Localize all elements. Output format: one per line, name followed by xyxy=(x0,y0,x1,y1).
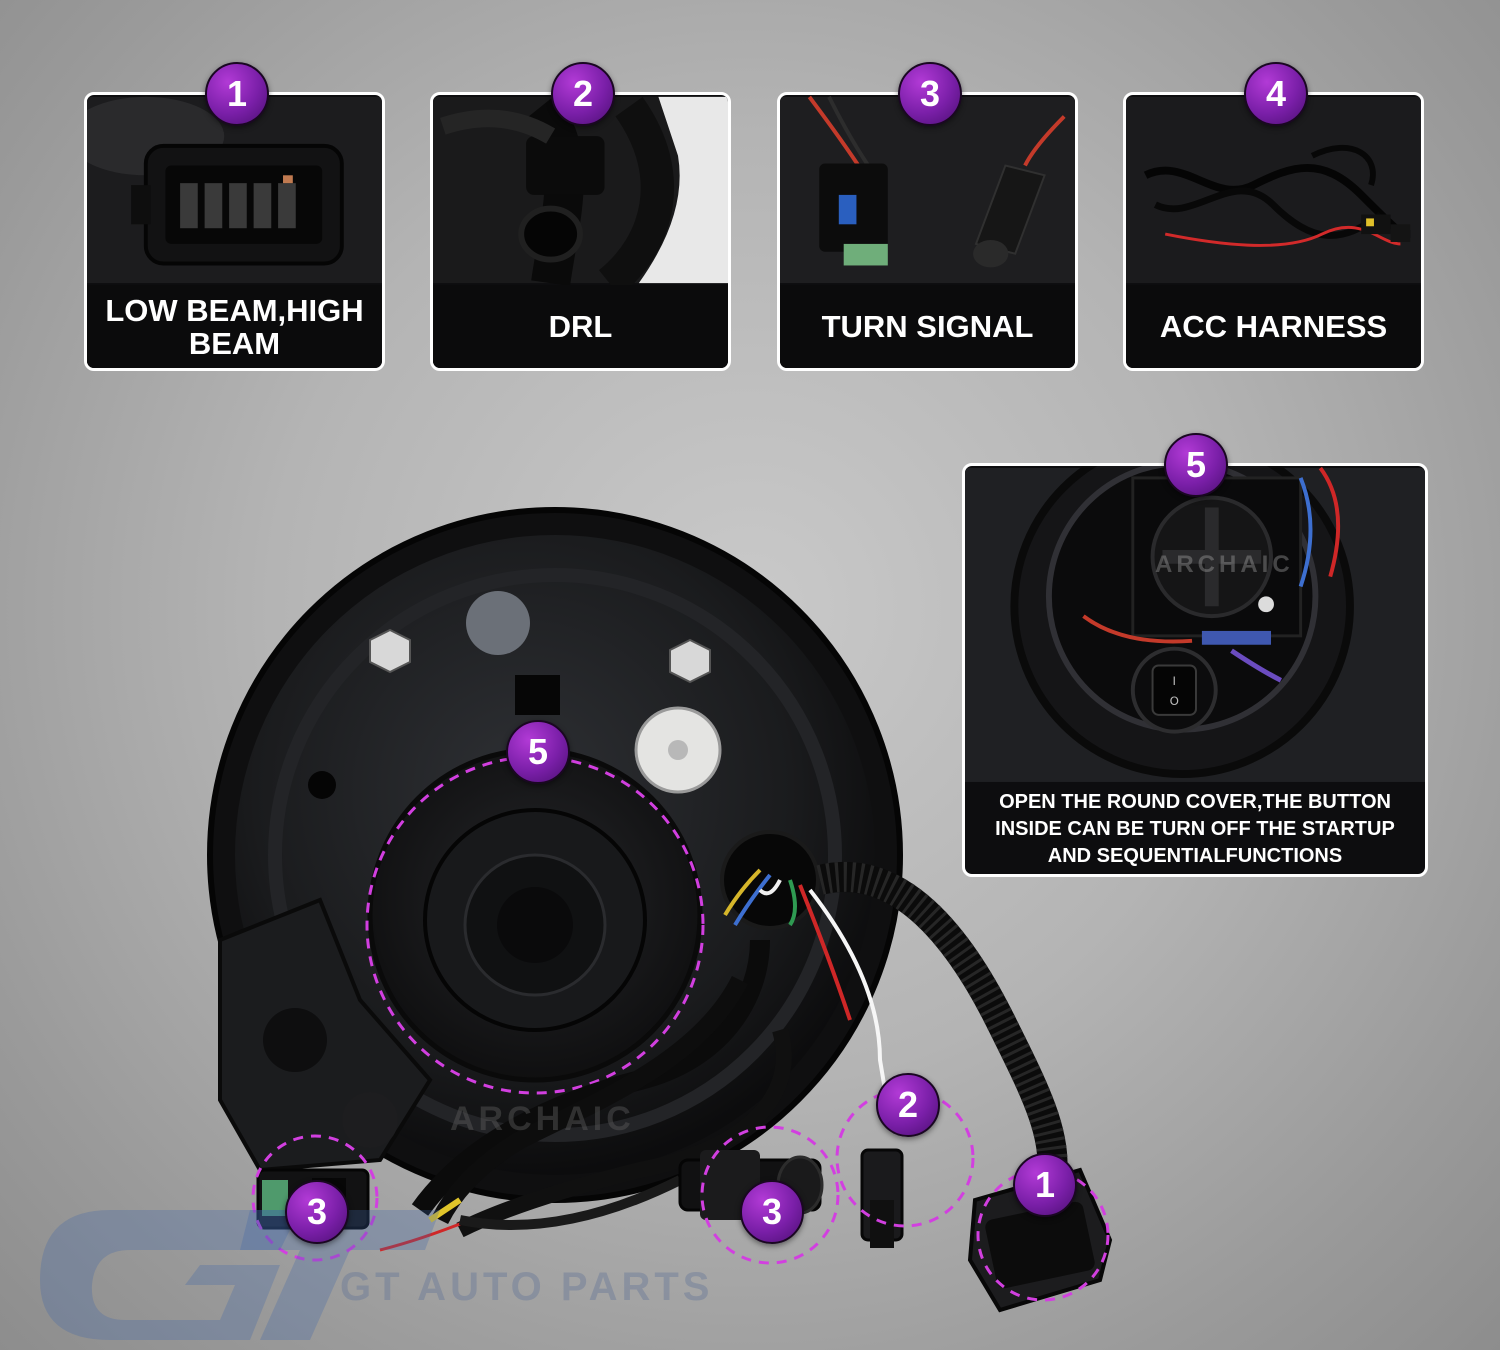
callout-badge-turn-left: 3 xyxy=(285,1180,349,1244)
feature-5-caption: OPEN THE ROUND COVER,THE BUTTON INSIDE C… xyxy=(995,790,1395,867)
gt-logo-watermark: GT AUTO PARTS xyxy=(340,1265,714,1309)
card-number-badge: 4 xyxy=(1244,62,1308,126)
card-caption: LOW BEAM,HIGH BEAM xyxy=(87,285,382,368)
feature-5-number-badge: 5 xyxy=(1164,433,1228,497)
svg-text:I: I xyxy=(1173,674,1177,688)
headlight-assembly-illustration xyxy=(40,507,1113,1340)
feature-5-panel: I O ARCHAIC OPEN THE ROUND COVER,THE BUT… xyxy=(962,463,1428,877)
svg-text:O: O xyxy=(1170,694,1179,708)
switch-inside-cover-icon: I O xyxy=(965,466,1425,782)
card-number-badge: 1 xyxy=(205,62,269,126)
card-low-high-beam: LOW BEAM,HIGH BEAM xyxy=(84,92,385,371)
card-caption: ACC HARNESS xyxy=(1126,285,1421,368)
card-drl: DRL xyxy=(430,92,731,371)
archaic-watermark-panel: ARCHAIC xyxy=(1155,551,1294,578)
drl-connector-icon xyxy=(433,95,728,285)
card-number-badge: 2 xyxy=(551,62,615,126)
card-caption: TURN SIGNAL xyxy=(780,285,1075,368)
low-high-beam-connector-icon xyxy=(87,96,382,284)
callout-badge-round-cover: 5 xyxy=(506,720,570,784)
acc-harness-icon xyxy=(1126,96,1421,284)
turn-signal-connector-icon xyxy=(780,95,1075,284)
card-turn-signal: TURN SIGNAL xyxy=(777,92,1078,371)
card-acc-harness: ACC HARNESS xyxy=(1123,92,1424,371)
card-number-badge: 3 xyxy=(898,62,962,126)
callout-badge-turn-right: 3 xyxy=(740,1180,804,1244)
card-caption: DRL xyxy=(433,285,728,368)
callout-badge-drl: 2 xyxy=(876,1073,940,1137)
archaic-watermark: ARCHAIC xyxy=(450,1100,635,1138)
callout-badge-main-connector: 1 xyxy=(1013,1153,1077,1217)
